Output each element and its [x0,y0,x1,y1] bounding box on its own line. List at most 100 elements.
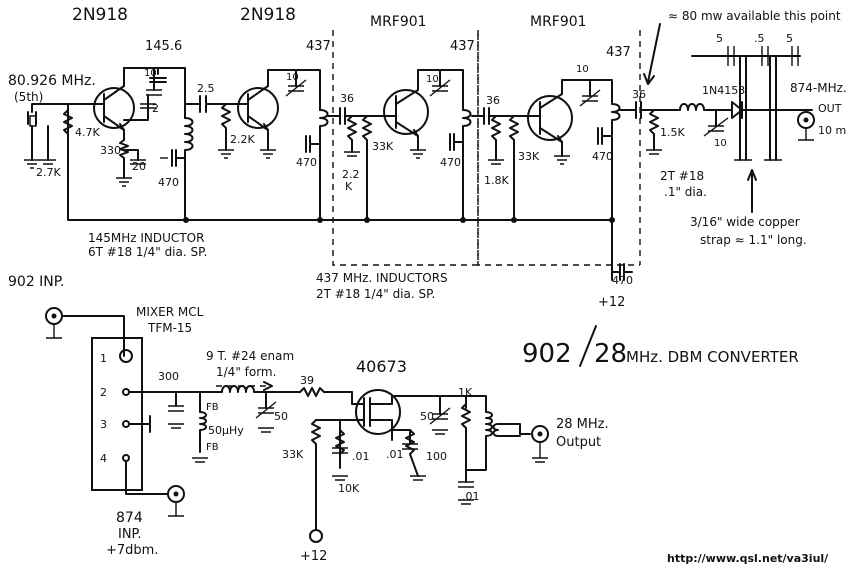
c36b-label: 36 [486,94,500,107]
source-url: http://www.qsl.net/va3iul/ [667,552,829,565]
l1dia-label: .1" dia. [664,185,707,199]
r-330-label: 330 [100,144,121,157]
crystal-oscillator-stage: 2N918 145.6 80.926 MHz. (5th) 2.7K 4.7K … [8,5,207,259]
title-part-2: 28 [594,339,627,369]
c10e-label: 10 [714,138,727,149]
crystal-symbol [24,103,69,169]
inductor-145mhz [184,117,194,221]
transistor-label-q4: MRF901 [530,14,587,30]
c50b-label: 50 [420,410,434,423]
in874-label-a: 874 [116,510,143,526]
c10a-label: 10 [144,68,157,79]
r39-label: 39 [300,374,314,387]
transistor-q4-symbol [527,95,573,141]
shield-box-stage3 [332,30,479,266]
ind145-label-b: 6T #18 1/4" dia. SP. [88,245,207,259]
r18k-label: 1.8K [484,174,509,187]
transistor-q1-symbol [93,87,135,129]
r22k-label: 2.2K [230,133,255,146]
v12-if-label: +12 [300,549,327,564]
resistor-4k7 [63,109,73,135]
r100-label: 100 [426,450,447,463]
amp-stage-2: MRF901 437 36 1.8K 33K 10 470 470 +12 [471,14,633,310]
ind145-label-a: 145MHz INDUCTOR [88,231,204,245]
r10k-label: 10K [338,482,360,495]
r1k-label: 1K [458,386,473,399]
diode-1n4153 [715,101,801,119]
r-2k7-label: 2.7K [36,166,61,179]
r22-label-a: 2.2 [342,168,360,181]
title-part-1: 902 [522,339,572,369]
freq-label-3: 437 [450,39,475,54]
freq-label-4: 437 [606,45,631,60]
out-label-a: OUT [818,102,842,115]
c300-label: 300 [158,370,179,383]
mixer-section: 902 INP. MIXER MCL TFM-15 1 2 3 4 874 IN… [8,274,353,558]
shield-box-stage4 [477,30,641,266]
pin4-label: 4 [100,452,107,465]
out-label-b: 10 m [818,124,846,137]
r33ka-label: 33K [372,140,394,153]
power-note: ≈ 80 mw available this point [668,9,841,23]
l9t-label-a: 9 T. #24 enam [206,349,294,363]
c50a-label: 50 [274,410,288,423]
amp-stage-1: MRF901 437 36 2.2 K 33K 10 470 [327,14,475,221]
r15k-label: 1.5K [660,126,685,139]
diode-label: 1N4153 [702,84,745,97]
c5b-label: .5 [754,32,765,45]
c470e-label: 470 [612,274,633,287]
strap-label-a: 3/16" wide copper [690,215,800,229]
c10b-label: 10 [286,72,299,83]
transistor-label-q3: MRF901 [370,14,427,30]
c01a-label: .01 [352,450,370,463]
c470d-label: 470 [592,150,613,163]
c10c-label: 10 [426,74,439,85]
in874-label-b: INP. [118,527,142,542]
title-part-3: MHz. DBM CONVERTER [626,348,799,366]
output-filter: ≈ 80 mw available this point 36 1.5K 10 … [619,9,847,247]
ind437-label-a: 437 MHz. INDUCTORS [316,271,448,285]
mixer-box [91,337,143,491]
freq-label-2: 437 [306,39,331,54]
out28-label-b: Output [556,435,601,450]
pin3-label: 3 [100,418,107,431]
transistor-label-q5: 40673 [356,357,407,376]
mosfet-40673-symbol [355,389,401,435]
strap-label-b: strap ≈ 1.1" long. [700,233,807,247]
inductor-437a [319,109,329,221]
transistor-q2-symbol [237,87,279,129]
c01c-label: .01 [462,490,480,503]
fb2-label: FB [206,442,219,453]
c10d-label: 10 [576,64,589,75]
r33kc-label: 33K [282,448,304,461]
transistor-q3-symbol [383,89,429,135]
r-4k7-label: 4.7K [75,126,100,139]
c01b-label: .01 [386,448,404,461]
transistor-label-q1: 2N918 [72,5,128,25]
pin2-label: 2 [100,386,107,399]
c470b-label: 470 [296,156,317,169]
mixer-label-b: TFM-15 [147,321,192,335]
out874-label: 874-MHz. [790,81,847,95]
inductor-2t18 [679,103,717,111]
l2t18-label: 2T #18 [660,169,704,183]
c5c-label: 5 [786,32,793,45]
c25-label: 2.5 [197,82,215,95]
inductor-437b [462,109,472,221]
converter-title: 902 28 MHz. DBM CONVERTER [522,325,799,369]
transistor-label-q2: 2N918 [240,5,296,25]
r22-label-b: K [345,180,353,193]
v12-supply-label: +12 [598,295,625,310]
in902-label: 902 INP. [8,274,65,290]
choke-label: 50μHy [208,424,244,437]
tripler-stage: 2N918 437 2.5 2.2K 10 470 [184,5,331,221]
mixer-label-a: MIXER MCL [136,305,204,319]
r33kb-label: 33K [518,150,540,163]
freq-label-1: 145.6 [145,39,182,54]
fb1-label: FB [206,402,219,413]
out28-label-a: 28 MHz. [556,417,609,432]
crystal-freq: 80.926 MHz. [8,73,96,89]
l9t-label-b: 1/4" form. [216,365,276,379]
pin1-label: 1 [100,352,107,365]
